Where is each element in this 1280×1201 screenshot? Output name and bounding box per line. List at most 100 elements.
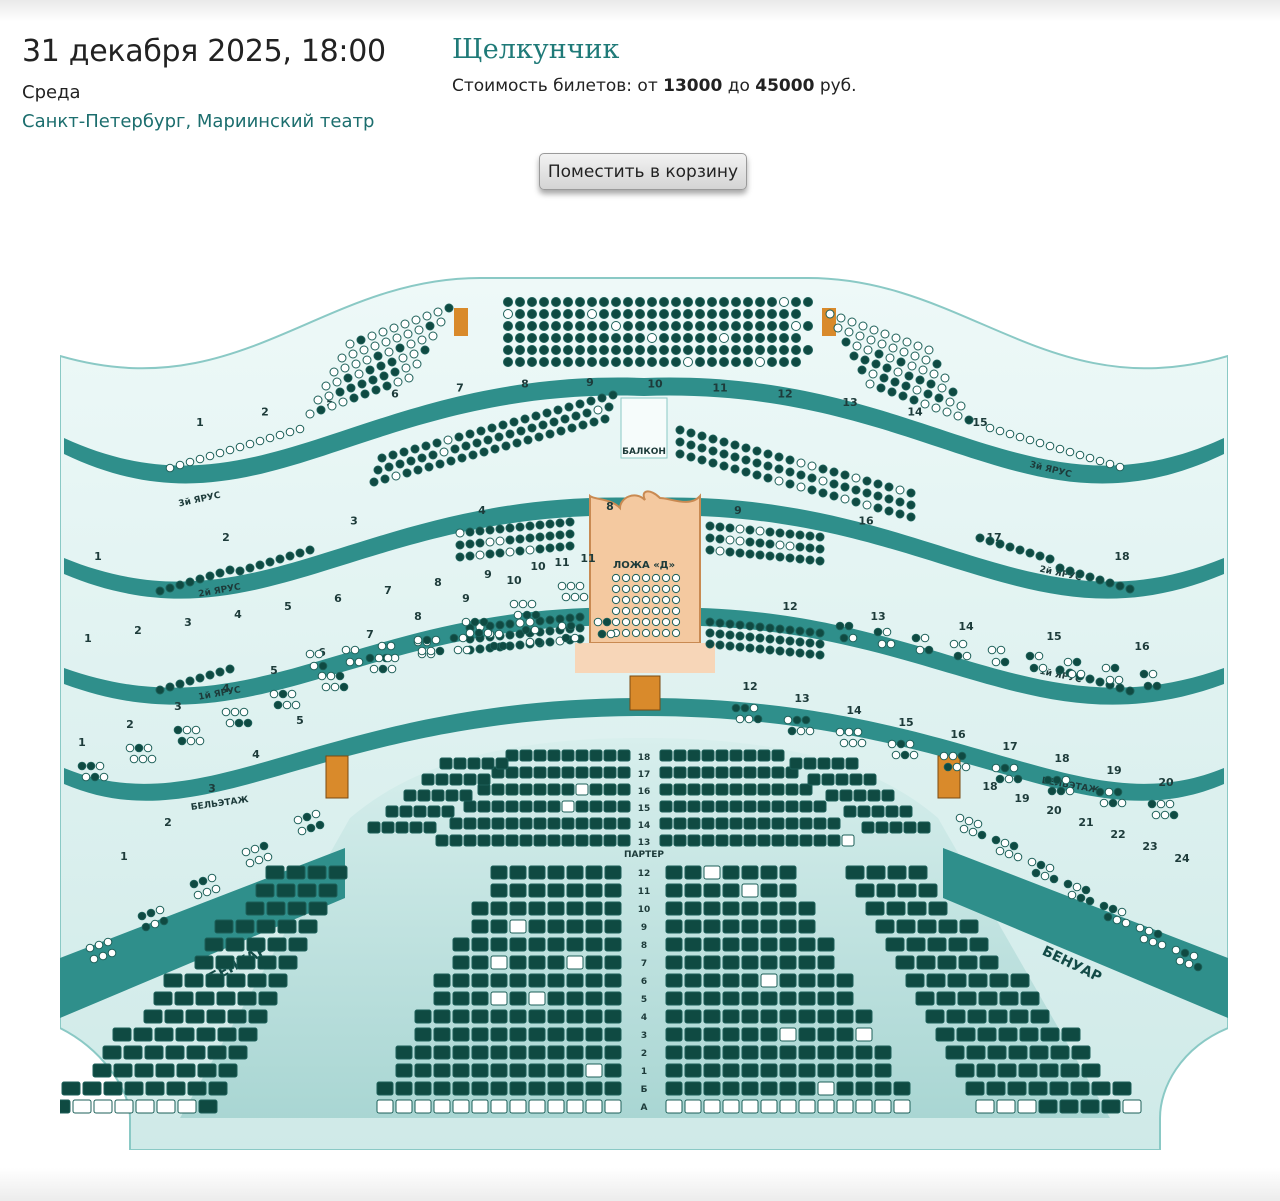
beletage-seat[interactable] [1156,799,1166,809]
tier3-box-seat[interactable] [410,444,420,454]
beletage-seat[interactable] [844,727,854,737]
beletage-seat[interactable] [173,725,183,735]
parterre-seat[interactable] [760,1081,778,1096]
parterre-seat[interactable] [528,955,546,970]
parterre-side-seat[interactable] [215,955,235,970]
parterre-seat[interactable] [779,883,797,898]
benoir-seat[interactable] [137,911,147,921]
beletage-seat[interactable] [435,646,445,656]
tier3-box-seat[interactable] [582,408,592,418]
parterre-side-seat[interactable] [177,1099,197,1114]
parterre-seat[interactable] [779,1063,797,1078]
parterre-seat[interactable] [452,1009,470,1024]
tier3-seat[interactable] [755,345,765,355]
benoir-seat[interactable] [1072,882,1082,892]
tier3-box-seat[interactable] [873,503,883,513]
tier3-side-seat[interactable] [409,349,419,359]
parterre-seat[interactable] [509,955,527,970]
tier3-box-seat[interactable] [413,465,423,475]
benoir-seat[interactable] [293,815,303,825]
benoir-seat[interactable] [98,951,108,961]
parterre-side-seat[interactable] [917,919,937,934]
beletage-seat[interactable] [792,715,802,725]
parterre-seat[interactable] [585,955,603,970]
tier3-box-seat[interactable] [763,473,773,483]
tier3-seat[interactable] [265,433,275,443]
tier3-box-seat[interactable] [505,429,515,439]
parterre-side-seat[interactable] [246,937,266,952]
parterre-seat[interactable] [490,1027,508,1042]
tier3-box-seat[interactable] [487,423,497,433]
tier1-box-seat[interactable] [848,633,858,643]
tier3-side-seat[interactable] [368,375,378,385]
beletage-seat[interactable] [417,646,427,656]
tier1-box-seat[interactable] [557,621,567,631]
parterre-seat[interactable] [505,783,519,796]
beletage-seat[interactable] [378,664,388,674]
parterre-seat[interactable] [477,800,491,813]
loge-seat[interactable] [611,617,621,627]
parterre-seat[interactable] [825,789,839,802]
beletage-seat[interactable] [744,714,754,724]
tier2-seat[interactable] [815,532,825,542]
parterre-seat[interactable] [785,834,799,847]
tier3-box-seat[interactable] [457,453,467,463]
benoir-seat[interactable] [1040,871,1050,881]
tier3-seat[interactable] [539,333,549,343]
tier3-side-seat[interactable] [354,369,364,379]
tier3-seat[interactable] [599,345,609,355]
tier3-side-seat[interactable] [329,367,339,377]
beletage-seat[interactable] [796,726,806,736]
parterre-side-seat[interactable] [1091,1081,1111,1096]
tier2-seat[interactable] [485,525,495,535]
tier1-seat[interactable] [225,664,235,674]
parterre-side-seat[interactable] [163,973,183,988]
tier3-seat[interactable] [575,309,585,319]
tier3-side-seat[interactable] [920,399,930,409]
parterre-seat[interactable] [779,1045,797,1060]
parterre-seat[interactable] [817,1081,835,1096]
parterre-seat[interactable] [566,937,584,952]
beletage-seat[interactable] [513,610,523,620]
tier3-box-seat[interactable] [785,479,795,489]
parterre-seat[interactable] [673,800,687,813]
tier3-side-seat[interactable] [948,387,958,397]
parterre-side-seat[interactable] [1028,1081,1048,1096]
tier3-box-seat[interactable] [873,491,883,501]
tier3-seat[interactable] [1105,459,1115,469]
tier3-box-seat[interactable] [424,462,434,472]
parterre-seat[interactable] [760,919,778,934]
parterre-side-seat[interactable] [916,955,936,970]
parterre-seat[interactable] [874,1045,892,1060]
tier3-side-seat[interactable] [428,331,438,341]
tier3-seat[interactable] [587,297,597,307]
beletage-seat[interactable] [479,617,489,627]
tier3-seat[interactable] [623,321,633,331]
tier3-seat[interactable] [165,463,175,473]
tier3-seat[interactable] [539,297,549,307]
parterre-seat[interactable] [760,1063,778,1078]
parterre-seat[interactable] [547,919,565,934]
tier3-box-seat[interactable] [388,450,398,460]
parterre-seat[interactable] [703,1027,721,1042]
parterre-seat[interactable] [703,937,721,952]
parterre-seat[interactable] [703,973,721,988]
parterre-seat[interactable] [722,901,740,916]
parterre-seat[interactable] [845,757,859,770]
beletage-seat[interactable] [1000,763,1010,773]
tier3-seat[interactable] [185,457,195,467]
parterre-seat[interactable] [471,937,489,952]
parterre-seat[interactable] [684,1081,702,1096]
tier3-seat[interactable] [635,333,645,343]
parterre-seat[interactable] [617,800,631,813]
tier3-side-seat[interactable] [401,363,411,373]
tier3-seat[interactable] [503,309,513,319]
tier3-side-seat[interactable] [417,335,427,345]
beletage-seat[interactable] [1169,810,1179,820]
tier3-side-seat[interactable] [915,375,925,385]
parterre-seat[interactable] [490,865,508,880]
tier3-box-seat[interactable] [395,459,405,469]
tier3-side-seat[interactable] [348,349,358,359]
tier3-box-seat[interactable] [589,417,599,427]
tier2-seat[interactable] [795,554,805,564]
